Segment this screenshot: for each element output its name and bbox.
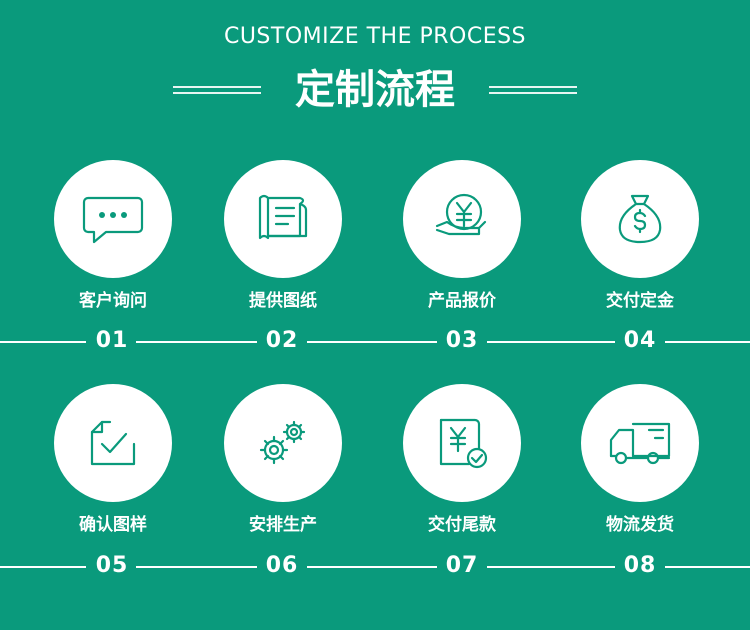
subtitle: CUSTOMIZE THE PROCESS <box>223 24 527 49</box>
step-2-label: 提供图纸 <box>249 291 317 311</box>
step-1-label: 客户询问 <box>79 291 147 311</box>
yen-receipt-icon <box>439 418 488 469</box>
step-number: 03 <box>445 328 479 353</box>
divider-line <box>665 341 750 343</box>
step-number: 02 <box>265 328 299 353</box>
money-bag-icon <box>618 194 662 244</box>
step-number: 01 <box>95 328 129 353</box>
step-4: 交付定金 <box>550 160 730 312</box>
step-5-label: 确认图样 <box>79 515 147 535</box>
divider-line <box>136 341 257 343</box>
step-4-label: 交付定金 <box>606 291 674 311</box>
divider-line <box>0 566 86 568</box>
step-4-circle <box>581 160 699 278</box>
step-3-circle <box>403 160 521 278</box>
title-row: 定制流程 <box>0 62 750 118</box>
divider-line <box>487 566 615 568</box>
title-left-double-line <box>173 86 261 94</box>
step-8-circle <box>581 384 699 502</box>
step-7-label: 交付尾款 <box>428 515 496 535</box>
step-number: 08 <box>623 553 657 578</box>
step-5-circle <box>54 384 172 502</box>
step-2-circle <box>224 160 342 278</box>
step-6-label: 安排生产 <box>249 515 317 535</box>
step-1-circle <box>54 160 172 278</box>
step-3-label: 产品报价 <box>428 291 496 311</box>
step-8: 物流发货 <box>550 384 730 536</box>
step-number: 05 <box>95 553 129 578</box>
step-7-circle <box>403 384 521 502</box>
delivery-truck-icon <box>609 422 671 465</box>
step-6: 安排生产 <box>193 384 373 536</box>
step-number: 06 <box>265 553 299 578</box>
divider-line <box>665 566 750 568</box>
page-title: 定制流程 <box>295 67 455 113</box>
number-row-1: 01 02 03 04 <box>0 326 750 356</box>
divider-line <box>487 341 615 343</box>
divider-line <box>0 341 86 343</box>
divider-line <box>307 341 437 343</box>
step-5: 确认图样 <box>23 384 203 536</box>
yen-quote-icon <box>435 193 487 236</box>
divider-line <box>136 566 257 568</box>
step-6-circle <box>224 384 342 502</box>
step-8-label: 物流发货 <box>606 515 674 535</box>
step-3: 产品报价 <box>372 160 552 312</box>
step-7: 交付尾款 <box>372 384 552 536</box>
step-number: 04 <box>623 328 657 353</box>
title-right-double-line <box>489 86 577 94</box>
number-row-2: 05 06 07 08 <box>0 551 750 581</box>
gears-icon <box>259 420 306 465</box>
chat-bubble-icon <box>82 196 144 244</box>
blueprint-scroll-icon <box>258 194 308 240</box>
divider-line <box>307 566 437 568</box>
check-document-icon <box>90 420 136 466</box>
step-2: 提供图纸 <box>193 160 373 312</box>
step-1: 客户询问 <box>23 160 203 312</box>
step-number: 07 <box>445 553 479 578</box>
